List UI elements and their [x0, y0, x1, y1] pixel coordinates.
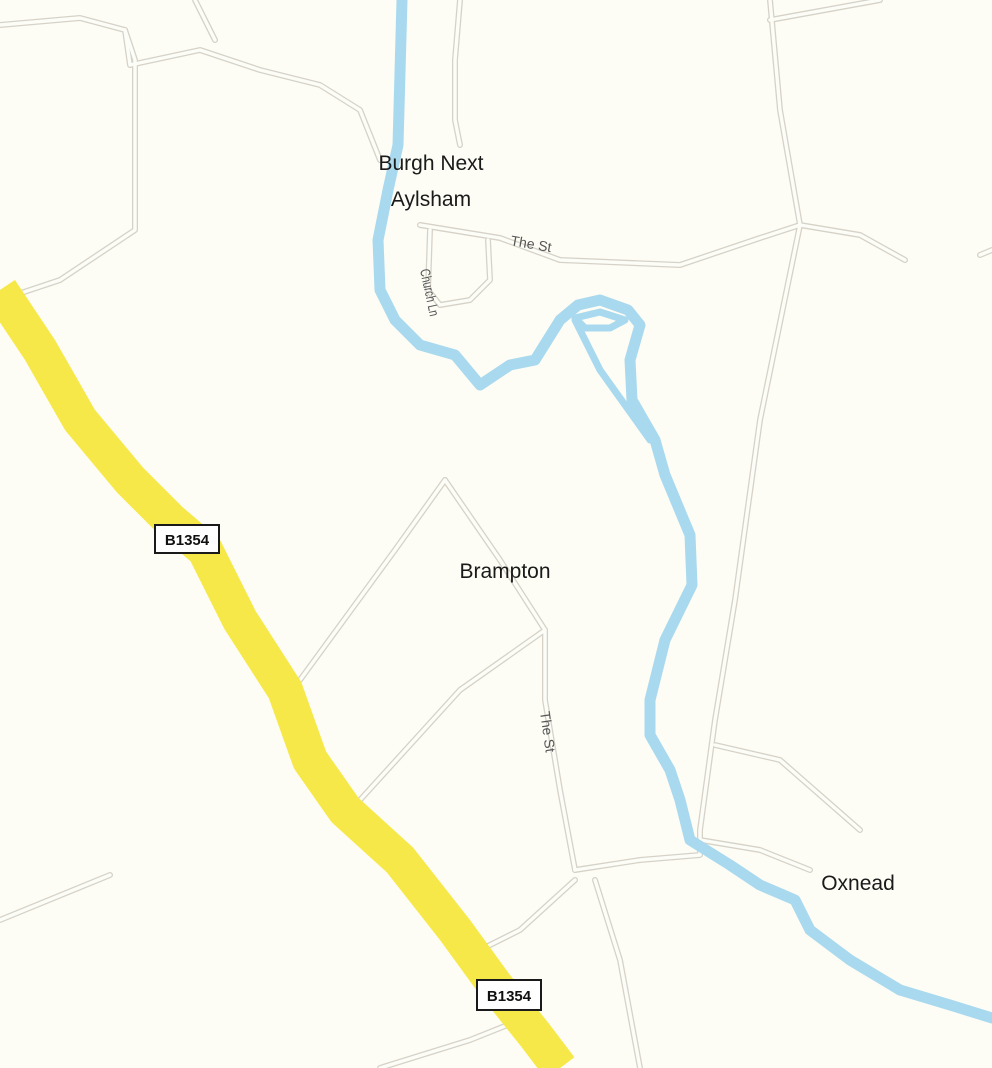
b1354-shield-upper[interactable]: B1354: [154, 524, 220, 554]
road-top-right: [768, 0, 882, 22]
street-label-the-st-south: The St: [537, 710, 559, 753]
road-east-diag: [713, 743, 862, 832]
road-shield-box: [476, 979, 542, 1011]
river-island: [571, 308, 629, 332]
road-church-ln: [426, 228, 492, 307]
road-brampton-west: [298, 478, 447, 682]
road-the-st-north: [418, 223, 907, 267]
road-bottom-left: [0, 873, 112, 922]
street-label-the-st-north: The St: [509, 232, 553, 255]
road-shield-label: B1354: [487, 988, 532, 1005]
road-brampton-west-2: [358, 628, 547, 802]
b1354-shield-lower[interactable]: B1354: [476, 979, 542, 1011]
place-label-brampton[interactable]: Brampton: [459, 560, 550, 583]
road-shield-box: [154, 524, 220, 554]
road-top-left-branch: [0, 28, 137, 302]
road-oxnead-east: [698, 838, 812, 872]
road-burgh-north: [453, 0, 462, 147]
road-south-vertical: [593, 878, 642, 1068]
place-label-oxnead[interactable]: Oxnead: [821, 872, 895, 895]
road-the-st-south: [443, 478, 577, 872]
road-shield-label: B1354: [165, 532, 210, 549]
place-label-burgh-next-aylsham-line2[interactable]: Aylsham: [391, 188, 471, 211]
b1354-road: [0, 280, 575, 1068]
road-top-left: [0, 16, 382, 162]
river-loop: [571, 316, 654, 444]
river-main: [372, 0, 992, 1024]
road-east-vertical: [698, 0, 802, 832]
river: [372, 0, 992, 1024]
road-bottom-center: [378, 1018, 522, 1068]
road-top: [193, 0, 217, 42]
road-right-edge: [978, 248, 992, 257]
place-label-burgh-next-aylsham-line1[interactable]: Burgh Next: [378, 152, 483, 175]
